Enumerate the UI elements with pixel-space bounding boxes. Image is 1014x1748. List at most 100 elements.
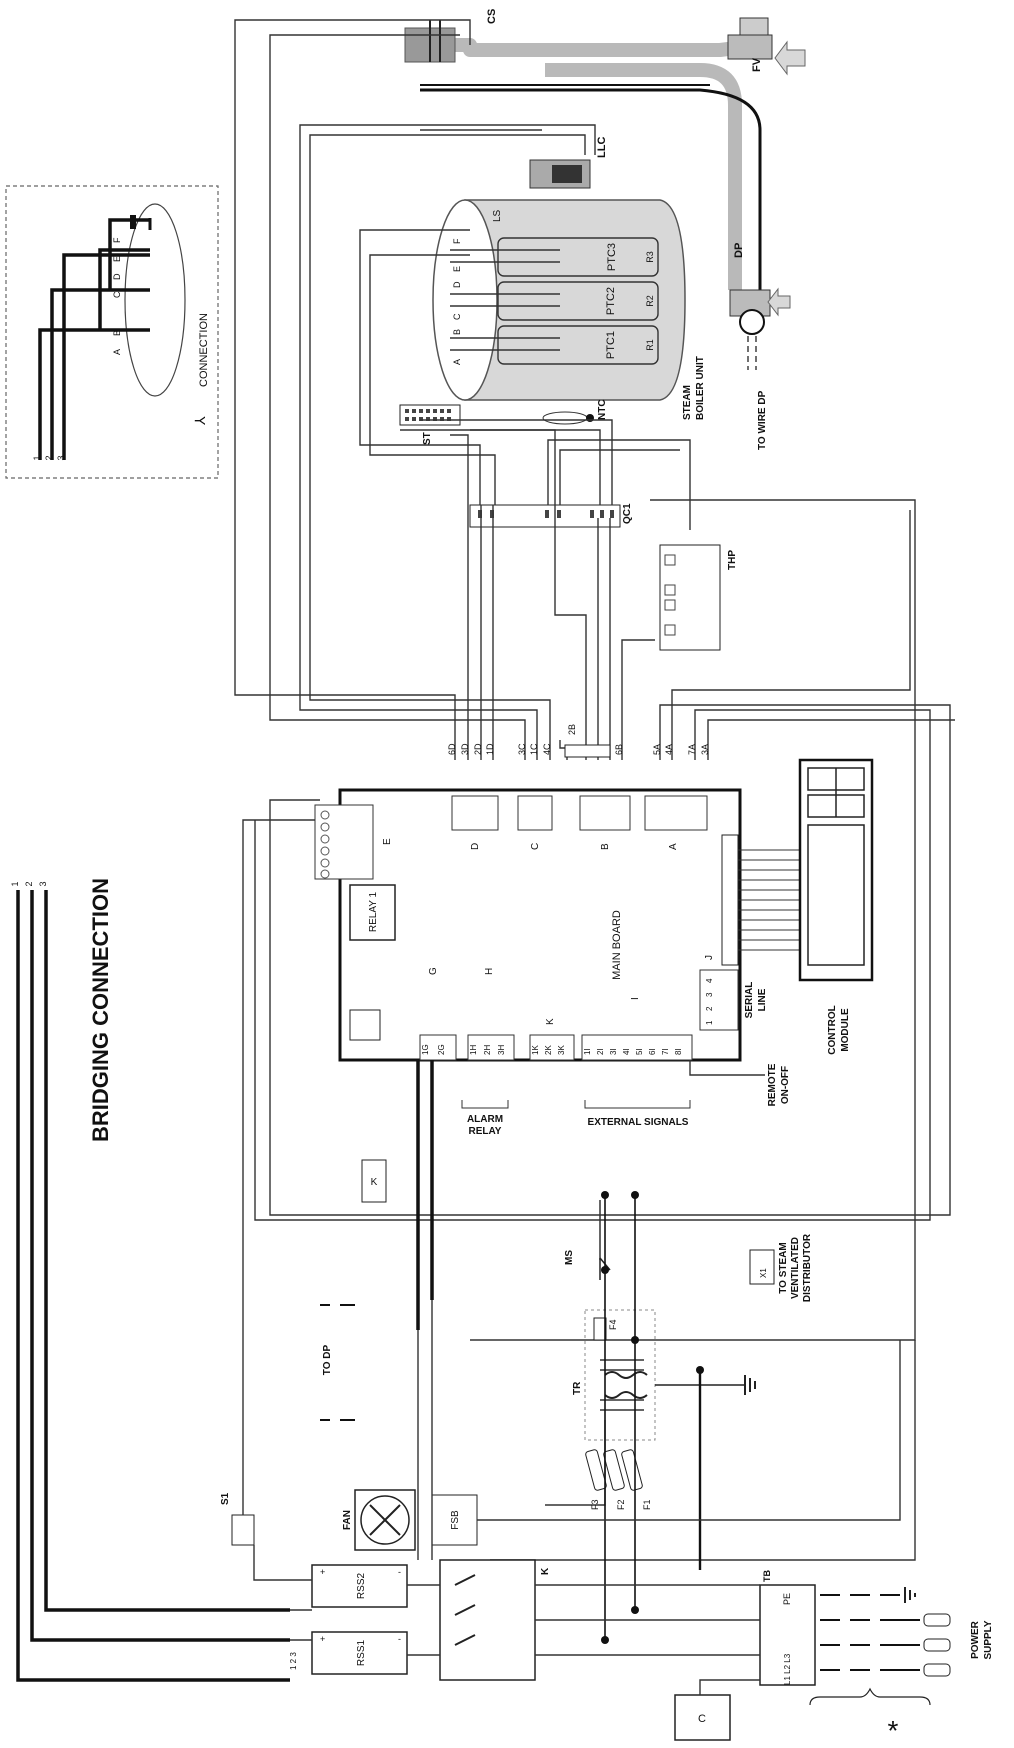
wire-3d: 3D [460,743,470,755]
label-remote-2: ON-OFF [780,1066,791,1104]
i-8i: 8I [674,1048,683,1055]
label-ntc: NTC [597,399,608,420]
j-1: 1 [705,1020,714,1025]
label-f3: F3 [590,1499,600,1510]
i-3i: 3I [609,1048,618,1055]
label-fan: FAN [342,1510,353,1530]
label-steam-boiler-1: STEAM [682,385,693,420]
fan-block: FAN FSB [342,1489,478,1551]
boiler-pin-c: C [452,313,462,320]
label-k-contactor: K [540,1567,551,1575]
control-module: CONTROL MODULE [798,758,874,1055]
k-1k: 1K [531,1045,540,1055]
qc1-connector: QC1 [469,503,633,528]
terminal-k-label: K [545,1018,556,1025]
header-a: A [668,843,679,850]
steam-plumbing: CS FV LLC [404,9,806,290]
label-to-steam-1: TO STEAM [778,1242,789,1293]
rss2-plus: + [320,1567,325,1577]
label-r3: R3 [645,251,655,263]
label-power-supply-1: POWER [970,1620,981,1659]
g-2g: 2G [437,1044,446,1055]
label-st: ST [422,432,433,445]
g-1g: 1G [421,1044,430,1055]
label-to-dp: TO DP [322,1344,333,1375]
bridging-title: BRIDGING CONNECTION [88,878,113,1142]
wire-3a: 3A [700,744,710,755]
label-to-steam-2: VENTILATED [790,1237,801,1299]
wire-2b: 2B [567,724,577,735]
terminal-j-label: J [704,955,715,960]
label-k-coil: K [371,1177,378,1188]
terminal-i-label: I [630,997,641,1000]
label-control-module-2: MODULE [840,1008,851,1052]
label-alarm-relay-1: ALARM [467,1114,503,1125]
signal-wiring [234,19,955,1561]
wire-6d: 6D [447,743,457,755]
j-2: 2 [705,1006,714,1011]
label-ms: MS [564,1250,575,1265]
terminal-e-label: E [382,838,393,845]
label-tb: TB [762,1570,772,1582]
inset-pin-e: E [112,256,122,262]
bridging-wire-1: 1 [10,881,20,886]
inset-pin-c: C [112,291,122,298]
label-l123: L1 L2 L3 [783,1653,792,1685]
label-external-signals: EXTERNAL SIGNALS [588,1117,689,1128]
header-c: C [530,843,541,850]
h-1h: 1H [469,1045,478,1055]
boiler-pin-e: E [452,266,462,272]
label-to-wire-dp: TO WIRE DP [757,390,768,450]
label-asterisk: * [888,1715,899,1746]
inset-wire-1: 1 [32,455,42,460]
boiler-pin-a: A [452,359,462,365]
label-x1: X1 [759,1268,768,1278]
label-ptc2: PTC2 [605,287,617,315]
label-fsb: FSB [450,1510,461,1530]
label-alarm-relay-2: RELAY [469,1126,502,1137]
inset-pin-a: A [112,349,122,355]
relay1-label: RELAY 1 [368,891,379,932]
label-power-supply-2: SUPPLY [983,1620,994,1659]
h-3h: 3H [497,1045,506,1055]
label-cs: CS [486,9,498,24]
label-ls: LS [492,209,503,222]
i-7i: 7I [661,1048,670,1055]
label-r1: R1 [645,339,655,351]
inset-pin-f: F [112,237,122,243]
label-f4: F4 [608,1319,618,1330]
label-qc1: QC1 [622,503,633,524]
tb-block: TB PE L1 L2 L3 POWER SUPPLY * [759,1570,994,1746]
label-thp: THP [727,550,738,570]
inset-label-connection: CONNECTION [198,313,210,387]
k-3k: 3K [557,1045,566,1055]
wire-1d: 1D [485,743,495,755]
terminal-h-label: H [484,968,495,975]
label-llc: LLC [596,137,608,158]
bridging-wire-3: 3 [38,881,48,886]
k-2k: 2K [544,1045,553,1055]
bridging-wires: 1 2 3 [10,881,290,1682]
i-4i: 4I [622,1048,631,1055]
label-serial-line-2: LINE [757,988,768,1011]
header-d: D [470,843,481,850]
h-2h: 2H [483,1045,492,1055]
inset-pin-b: B [112,330,122,336]
boiler-pin-d: D [452,281,462,288]
inset-wire-3: 3 [56,455,66,460]
label-r2: R2 [645,295,655,307]
main-board: D C B A E RELAY 1 G H K 1G 2G 1H 2H 3H 1… [314,788,800,1062]
boiler-pin-b: B [452,329,462,335]
rss-modules: RSS2 RSS1 + - + - 1 2 3 [289,1564,408,1675]
power-section: TO DP MS X1 TO STEAM VENTILATED DISTRIBU… [320,1060,813,1644]
inset-connection: 1 2 3 A B C D E F ⅄ CONNECTION [5,185,219,479]
wire-5a: 5A [652,744,662,755]
label-control-module-1: CONTROL [827,1005,838,1054]
label-rss2: RSS2 [356,1573,367,1600]
boiler-pin-f: F [452,238,462,244]
bridging-wire-2: 2 [24,881,34,886]
label-tr: TR [572,1381,583,1395]
inset-pin-d: D [112,273,122,280]
wire-4a: 4A [664,744,674,755]
